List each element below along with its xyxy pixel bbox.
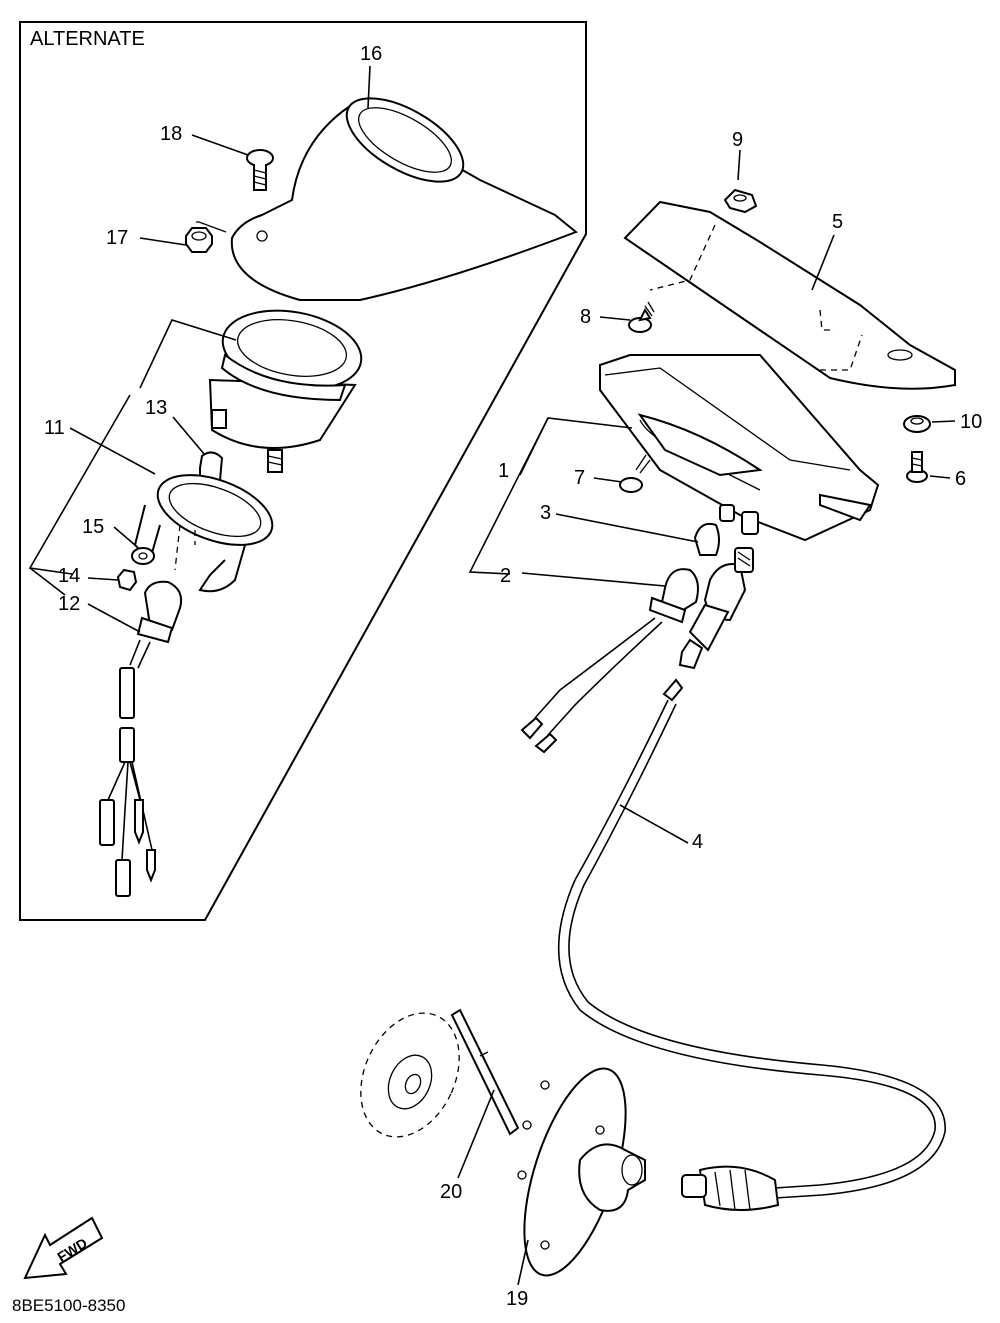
callout-17: 17	[106, 227, 128, 249]
callout-18: 18	[160, 123, 182, 145]
screw-7	[619, 454, 651, 493]
callout-numbers: 16 18 17 13 11 15 14 12 9 5 8 10 6 7 1 3…	[44, 43, 982, 1310]
cap-14	[116, 568, 138, 592]
meter-cover-5	[623, 200, 956, 390]
callout-13: 13	[145, 397, 167, 419]
alternate-panel: ALTERNATE	[19, 21, 587, 921]
callout-12: 12	[58, 593, 80, 615]
bracket-11	[133, 474, 274, 593]
cone-cover	[230, 97, 578, 301]
bulb-3	[693, 522, 720, 556]
speedometer-1	[599, 354, 880, 542]
screw-6	[906, 451, 928, 483]
drive-gear-19	[517, 1067, 646, 1277]
cable-top-end	[678, 547, 754, 670]
nut-17	[185, 221, 227, 253]
callout-5: 5	[832, 211, 843, 233]
callout-2: 2	[500, 565, 511, 587]
socket-2	[520, 568, 699, 754]
callout-leaders	[28, 65, 956, 1286]
callout-6: 6	[955, 468, 966, 490]
callout-11: 11	[44, 417, 65, 439]
callout-8: 8	[580, 306, 591, 328]
grommet-15	[131, 547, 155, 565]
alternate-label: ALTERNATE	[30, 28, 145, 50]
screw-8	[628, 301, 655, 333]
callout-14: 14	[58, 565, 80, 587]
callout-10: 10	[960, 411, 982, 433]
part-code: 8BE5100-8350	[12, 1296, 125, 1315]
screw-18	[246, 149, 274, 191]
clip-9	[723, 188, 758, 214]
fwd-arrow-icon: FWD	[23, 1216, 104, 1280]
callout-20: 20	[440, 1181, 462, 1203]
grommet-10	[903, 415, 931, 433]
callout-3: 3	[540, 502, 551, 524]
callout-19: 19	[506, 1288, 528, 1310]
callout-1: 1	[498, 460, 509, 482]
main-assembly: FWD	[12, 43, 982, 1315]
callout-9: 9	[732, 129, 743, 151]
wheel-disc	[360, 1012, 460, 1138]
callout-7: 7	[574, 467, 585, 489]
alternate-meter	[208, 309, 363, 473]
callout-16: 16	[360, 43, 382, 65]
speedometer-cable-4	[557, 678, 946, 1211]
callout-15: 15	[82, 516, 104, 538]
socket-harness-12	[99, 580, 183, 897]
tang-20	[450, 1008, 520, 1136]
alternate-panel-border	[19, 21, 587, 921]
callout-4: 4	[692, 831, 703, 853]
